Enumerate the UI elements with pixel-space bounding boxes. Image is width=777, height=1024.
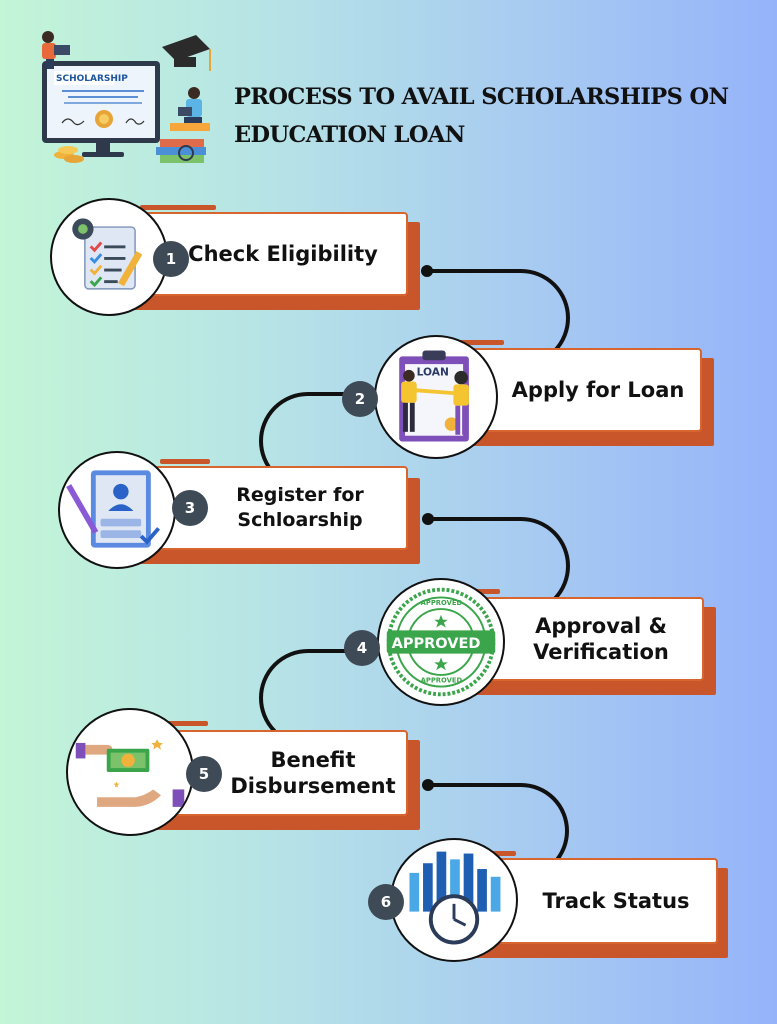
- loan-handshake-icon: LOAN: [374, 335, 498, 459]
- scholarship-illustration: SCHOLARSHIP: [42, 31, 211, 163]
- step-4-label: Approval & Verification: [533, 614, 669, 664]
- step-3-tab: [160, 459, 210, 464]
- step-1-tab: [140, 205, 216, 210]
- step-3-number: 3: [172, 490, 208, 526]
- step-6-number: 6: [368, 884, 404, 920]
- registration-form-icon: [58, 451, 176, 569]
- banner-text: SCHOLARSHIP: [56, 74, 128, 84]
- money-transfer-icon: [66, 708, 194, 836]
- step-6-label: Track Status: [542, 888, 690, 913]
- step-3-label: Register for Schloarship: [236, 484, 364, 531]
- step-5-tab: [152, 721, 208, 726]
- step-2-label: Apply for Loan: [511, 377, 685, 402]
- title-line-2: EDUCATION LOAN: [234, 122, 465, 148]
- bar-chart-clock-icon: [390, 838, 518, 962]
- approved-text: APPROVED: [392, 636, 481, 652]
- step-2-number: 2: [342, 381, 378, 417]
- loan-text: LOAN: [417, 366, 449, 379]
- step-5-number: 5: [186, 756, 222, 792]
- ring-text-top: APPROVED: [421, 599, 463, 607]
- step-1-label: Check Eligibility: [188, 241, 378, 266]
- checklist-icon: [50, 198, 168, 316]
- step-4-number: 4: [344, 630, 380, 666]
- page-title: PROCESS TO AVAIL SCHOLARSHIPS ON EDUCATI…: [234, 78, 764, 154]
- title-line-1: PROCESS TO AVAIL SCHOLARSHIPS ON: [234, 84, 729, 110]
- step-1-number: 1: [153, 241, 189, 277]
- ring-text-bottom: APPROVED: [421, 677, 463, 685]
- approved-stamp-icon: APPROVED APPROVED APPROVED: [377, 578, 505, 706]
- step-5-label: Benefit Disbursement: [230, 748, 396, 798]
